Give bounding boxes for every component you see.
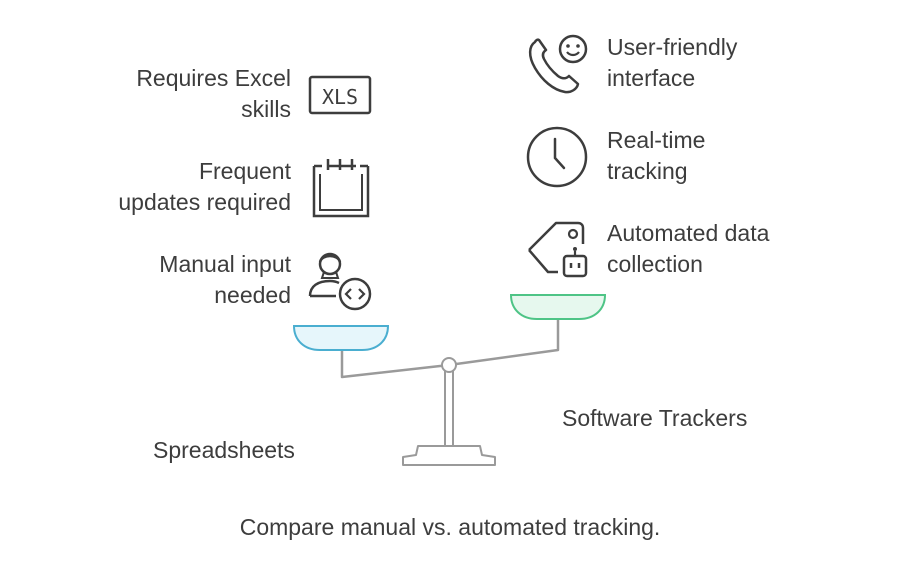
developer-code-icon: [306, 246, 374, 317]
diagram-caption: Compare manual vs. automated tracking.: [239, 514, 661, 540]
left-item-1-line1: Requires Excel: [136, 65, 291, 91]
xls-file-icon: XLS: [308, 74, 372, 121]
left-item-2-line2: updates required: [118, 189, 291, 215]
left-item-manual-input: Manual input needed: [159, 249, 291, 311]
left-pan: [292, 325, 390, 351]
calendar-icon: [310, 156, 372, 225]
scale-pivot: [441, 357, 457, 373]
right-item-2-line2: tracking: [607, 158, 688, 184]
right-item-1-line1: User-friendly: [607, 34, 738, 60]
left-item-2-line1: Frequent: [198, 158, 291, 184]
right-item-user-friendly: User-friendly interface: [607, 32, 737, 94]
right-item-2-line1: Real-time: [607, 127, 706, 153]
left-item-frequent-updates: Frequent updates required: [118, 156, 291, 218]
clock-icon: [526, 126, 590, 195]
right-pan: [509, 294, 607, 320]
xls-icon-text: XLS: [322, 85, 358, 109]
right-item-real-time: Real-time tracking: [607, 125, 705, 187]
left-item-3-line2: needed: [214, 282, 291, 308]
phone-smile-icon: [525, 32, 593, 101]
right-item-automated-data: Automated data collection: [607, 218, 769, 280]
scale-post: [444, 367, 454, 447]
left-side-name: Spreadsheets: [153, 437, 295, 463]
left-item-3-line1: Manual input: [159, 251, 291, 277]
right-item-3-line1: Automated data: [607, 220, 770, 246]
robot-tag-icon: [526, 218, 590, 287]
left-item-excel-skills: Requires Excel skills: [136, 63, 291, 125]
right-item-1-line2: interface: [607, 65, 696, 91]
right-item-3-line2: collection: [607, 251, 703, 277]
scale-base: [402, 445, 496, 466]
right-side-name: Software Trackers: [562, 405, 748, 431]
left-item-1-line2: skills: [241, 96, 291, 122]
